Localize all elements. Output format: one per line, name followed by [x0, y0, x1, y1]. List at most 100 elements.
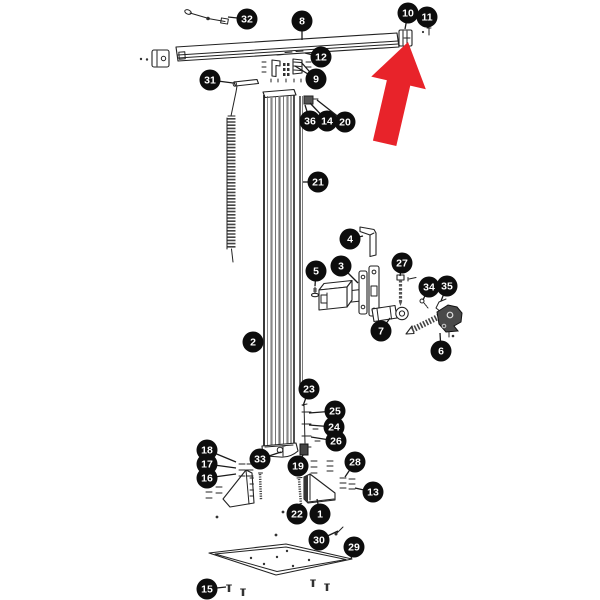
callout-circle: [436, 275, 458, 297]
callout-label: 9: [313, 74, 319, 86]
part-10-bracket: [398, 29, 413, 47]
callout-26: 26: [310, 430, 347, 452]
callout-28: 28: [344, 451, 366, 478]
part-36-clip: [303, 95, 319, 105]
callout-circle: [291, 10, 313, 32]
callout-label: 12: [315, 52, 327, 64]
part-30-screw: [334, 526, 344, 536]
part-3-carriage: [318, 265, 380, 317]
callout-label: 2: [250, 337, 256, 349]
callout-20: 20: [316, 99, 356, 133]
callout-label: 16: [201, 473, 213, 485]
callout-circle: [330, 255, 352, 277]
callout-circle: [286, 503, 308, 525]
callout-label: 29: [348, 542, 360, 554]
callout-5: 5: [305, 260, 327, 287]
callout-label: 6: [438, 346, 444, 358]
callout-label: 14: [321, 116, 333, 128]
callout-12: 12: [304, 46, 332, 68]
callout-label: 20: [339, 117, 351, 129]
callout-label: 10: [402, 8, 414, 20]
callout-label: 19: [292, 461, 304, 473]
part-27-bolt: [396, 274, 417, 306]
fastener-cluster-9-12: [261, 50, 312, 83]
callout-label: 3: [338, 261, 344, 273]
callout-circle: [325, 430, 347, 452]
callout-label: 30: [313, 535, 325, 547]
callout-label: 7: [378, 326, 384, 338]
callout-circle: [339, 228, 361, 250]
callout-circle: [308, 529, 330, 551]
callout-label: 31: [204, 75, 216, 87]
callout-circle: [416, 6, 438, 28]
part-6-saw-clamp: [405, 304, 463, 338]
callout-8: 8: [291, 10, 313, 40]
callout-10: 10: [397, 2, 419, 30]
callout-6: 6: [430, 332, 452, 362]
callout-circle: [196, 578, 218, 600]
callout-circle: [249, 448, 271, 470]
callout-32: 32: [227, 8, 258, 30]
callout-34: 34: [418, 276, 440, 301]
callout-31: 31: [199, 69, 234, 91]
callout-circle: [236, 8, 258, 30]
callout-circle: [242, 331, 264, 353]
callout-circle: [391, 252, 413, 274]
part-15-leveling-screws: [226, 579, 330, 596]
part-34-fastener: [419, 298, 429, 309]
callout-label: 34: [423, 282, 435, 294]
part-5-screw: [310, 286, 320, 298]
part-8-top-beam: [175, 32, 400, 62]
part-1-foot-bracket: [303, 473, 336, 504]
callout-7: 7: [370, 317, 392, 342]
callout-label: 24: [328, 422, 340, 434]
red-arrow-icon: [371, 42, 426, 147]
callout-label: 32: [241, 14, 253, 26]
callout-label: 13: [367, 487, 379, 499]
callout-circle: [397, 2, 419, 24]
callout-3: 3: [330, 255, 359, 284]
part-32-hex-key-icon: [184, 9, 229, 25]
callout-circle: [196, 467, 218, 489]
callout-circle: [418, 276, 440, 298]
misc-dots: [215, 510, 285, 537]
callout-22: 22: [286, 503, 308, 525]
callout-circle: [344, 451, 366, 473]
callout-29: 29: [343, 536, 365, 560]
callout-36: 36: [299, 104, 321, 132]
fastener-stacks: [205, 460, 356, 499]
part-29-base-plate: [208, 543, 353, 576]
left-foot-bracket: [222, 469, 263, 508]
callout-16: 16: [196, 467, 237, 489]
red-arrow-annotation: [371, 42, 426, 147]
callout-label: 11: [421, 12, 432, 24]
callout-label: 1: [317, 509, 323, 521]
part-11-screw: [421, 27, 432, 36]
callout-11: 11: [416, 6, 438, 29]
callout-label: 26: [330, 436, 342, 448]
callout-25: 25: [308, 400, 346, 422]
callout-circle: [307, 171, 329, 193]
callout-label: 27: [396, 258, 408, 270]
callout-circle: [370, 320, 392, 342]
part-22-threaded-rod: [296, 477, 303, 506]
callout-circle: [298, 378, 320, 400]
callout-label: 8: [299, 16, 305, 28]
part-21-rail: [299, 96, 303, 391]
callout-circle: [324, 400, 346, 422]
callout-label: 36: [304, 116, 316, 128]
callout-label: 25: [329, 406, 341, 418]
part-19-block: [299, 443, 312, 456]
callout-4: 4: [339, 228, 364, 250]
callout-circle: [299, 110, 321, 132]
callout-1: 1: [309, 498, 331, 525]
callout-circle: [309, 503, 331, 525]
callout-circle: [362, 481, 384, 503]
callout-label: 4: [347, 234, 353, 246]
callout-label: 17: [201, 459, 213, 471]
callout-35: 35: [436, 275, 458, 302]
part-7-bushing: [371, 304, 409, 323]
part-4-angle-bracket: [359, 226, 377, 258]
